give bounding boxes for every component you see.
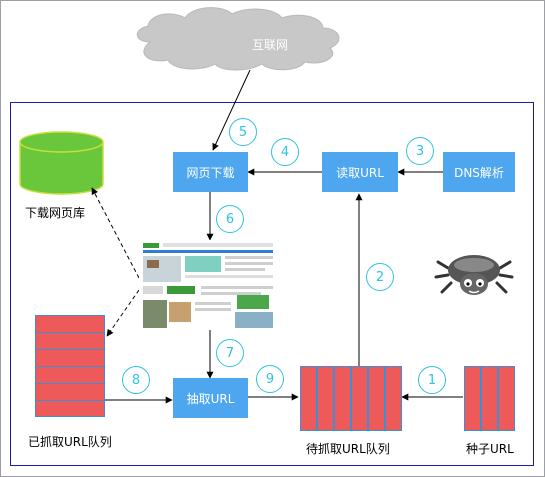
pending-queue-label: 待抓取URL队列 — [306, 442, 390, 456]
internet-label: 互联网 — [252, 38, 289, 52]
read-url-box: 读取URL — [322, 152, 398, 192]
queue-cell — [351, 366, 368, 431]
crawled-url-queue-icon — [35, 315, 105, 417]
queue-cell — [481, 366, 498, 431]
queue-cell — [334, 366, 351, 431]
dns-resolve-box: DNS解析 — [443, 152, 515, 192]
queue-row — [35, 349, 105, 366]
cloud-icon — [136, 7, 340, 71]
step-2-badge: 2 — [366, 263, 394, 291]
spider-icon — [434, 255, 514, 295]
queue-row — [35, 383, 105, 400]
queue-cell — [464, 366, 481, 431]
extract-url-box: 抽取URL — [173, 378, 248, 418]
queue-cell — [317, 366, 334, 431]
queue-cell — [385, 366, 402, 431]
queue-row — [35, 400, 105, 417]
crawled-queue-label: 已抓取URL队列 — [28, 435, 112, 449]
step-3-badge: 3 — [406, 137, 434, 165]
crawler-system-boundary — [10, 102, 534, 466]
step-6-badge: 6 — [216, 205, 244, 233]
queue-row — [35, 332, 105, 349]
step-4-badge: 4 — [271, 138, 299, 166]
step-7-badge: 7 — [216, 339, 244, 367]
queue-cell — [368, 366, 385, 431]
seed-url-label: 种子URL — [466, 442, 514, 456]
step-5-badge: 5 — [229, 118, 257, 146]
queue-cell — [498, 366, 515, 431]
step-1-badge: 1 — [418, 366, 446, 394]
queue-row — [35, 315, 105, 332]
queue-row — [35, 366, 105, 383]
pending-url-queue-icon — [300, 366, 402, 431]
queue-cell — [300, 366, 317, 431]
page-db-label: 下载网页库 — [25, 206, 86, 220]
webpage-thumbnail — [139, 240, 278, 330]
database-icon — [19, 131, 104, 195]
seed-url-queue-icon — [464, 366, 515, 431]
step-9-badge: 9 — [256, 365, 284, 393]
step-8-badge: 8 — [122, 366, 150, 394]
web-page-download-box: 网页下载 — [173, 152, 248, 192]
